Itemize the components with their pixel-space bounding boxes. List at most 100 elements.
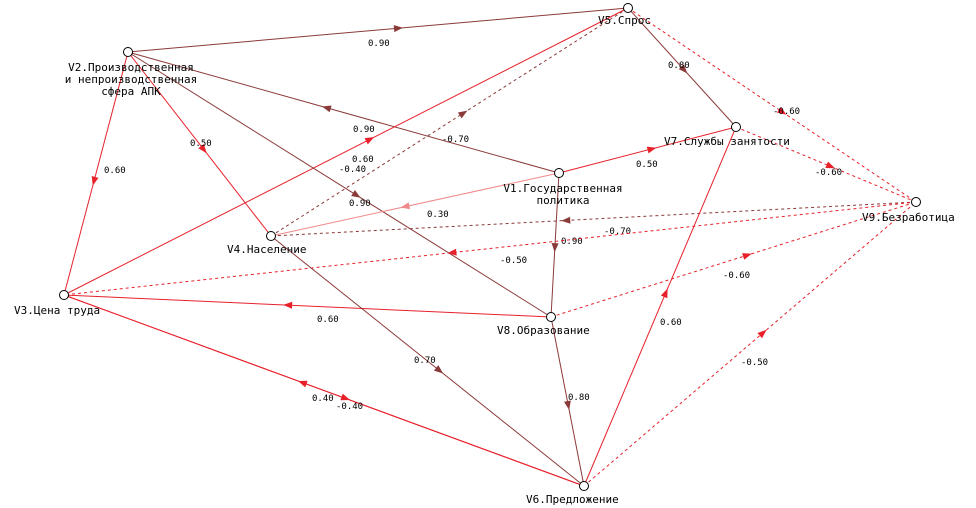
node-circle-icon[interactable] xyxy=(554,168,564,178)
node-label: V4.Население xyxy=(227,243,306,256)
edge-weight-label: -0.70 xyxy=(442,135,469,145)
edge-line xyxy=(127,51,272,237)
node-label-line: V7.Службы занятости xyxy=(664,135,790,148)
node-circle-icon[interactable] xyxy=(731,122,741,132)
node-label-line: политика xyxy=(537,194,590,207)
node-label-line: V9.Безработица xyxy=(862,211,955,224)
arrow-head-icon xyxy=(447,248,457,256)
arrow-head-icon xyxy=(198,143,207,154)
edge-v3-v5: 0.60 xyxy=(63,7,629,296)
edge-weight-label: 0.90 xyxy=(353,125,375,135)
edge-line xyxy=(63,294,552,318)
edge-weight-label: 0.80 xyxy=(568,393,590,403)
arrow-head-icon xyxy=(393,25,403,33)
arrow-head-icon xyxy=(678,64,688,74)
node-label: V6.Предложение xyxy=(526,493,619,506)
edge-v8-v9: -0.60 xyxy=(550,201,917,318)
edge-weight-label: 0.80 xyxy=(668,61,690,71)
edge-v2-v5: 0.90 xyxy=(127,7,629,53)
node-circle-icon[interactable] xyxy=(123,47,133,57)
edge-weight-label: -0.70 xyxy=(604,227,631,237)
arrow-head-icon xyxy=(340,393,350,401)
arrow-head-icon xyxy=(561,216,571,224)
node-label-line: V3.Цена труда xyxy=(14,304,100,317)
edge-weight-label: 0.30 xyxy=(427,210,449,220)
edge-v1-v2: 0.90 xyxy=(127,51,560,174)
arrow-head-icon xyxy=(776,106,787,115)
edge-v4-v6: 0.70 xyxy=(270,235,585,487)
edge-v2-v8: 0.90 xyxy=(127,51,552,318)
edge-v5-v9: -0.60 xyxy=(627,7,917,203)
arrow-head-icon xyxy=(660,288,668,299)
arrow-head-icon xyxy=(91,176,99,186)
edge-v1-v4: 0.30 xyxy=(270,172,560,237)
edge-weight-label: 0.60 xyxy=(660,318,682,328)
node-circle-icon[interactable] xyxy=(579,481,589,491)
edge-weight-label: 0.70 xyxy=(414,356,436,366)
arrow-head-icon xyxy=(400,202,411,210)
edge-line xyxy=(270,235,585,487)
edge-v6-v3: -0.40 xyxy=(63,294,585,487)
edge-v2-v3: 0.60 xyxy=(63,51,129,296)
node-label-line: V4.Население xyxy=(227,243,306,256)
node-circle-icon[interactable] xyxy=(266,231,276,241)
arrow-head-icon xyxy=(646,146,657,154)
edge-line xyxy=(270,7,629,237)
edge-line xyxy=(127,51,552,318)
node-v3[interactable]: V3.Цена труда xyxy=(14,290,100,318)
edge-line xyxy=(735,126,917,203)
edge-line xyxy=(558,126,737,174)
edge-line xyxy=(63,51,129,296)
edge-v4-v5: -0.70 xyxy=(270,7,629,237)
edge-weight-label: -0.50 xyxy=(741,358,768,368)
edge-weight-label: -0.50 xyxy=(500,256,527,266)
edge-weight-label: 0.60 xyxy=(104,166,126,176)
node-v9[interactable]: V9.Безработица xyxy=(862,197,955,225)
node-label: V9.Безработица xyxy=(862,211,955,224)
edge-weight-label: 0.90 xyxy=(368,39,390,49)
node-v7[interactable]: V7.Службы занятости xyxy=(664,122,790,149)
node-v4[interactable]: V4.Население xyxy=(227,231,306,257)
edge-weight-label: -0.60 xyxy=(773,107,800,117)
edge-v1-v8: 0.90 xyxy=(550,172,583,318)
arrow-head-icon xyxy=(351,190,361,198)
node-label: V8.Образование xyxy=(497,324,590,337)
edge-v1-v7: 0.50 xyxy=(558,126,737,174)
arrow-head-icon xyxy=(298,380,308,388)
edge-weight-label: 0.50 xyxy=(636,160,658,170)
node-circle-icon[interactable] xyxy=(59,290,69,300)
node-v8[interactable]: V8.Образование xyxy=(497,312,590,338)
edge-line xyxy=(63,294,585,487)
edge-line xyxy=(127,51,560,174)
edge-v8-v3: 0.60 xyxy=(63,294,552,325)
edge-weight-label: -0.40 xyxy=(339,165,366,175)
edge-line xyxy=(627,7,917,203)
edge-line xyxy=(63,7,629,296)
arrow-head-icon xyxy=(742,253,752,260)
node-circle-icon[interactable] xyxy=(911,197,921,207)
node-label-line: сфера АПК xyxy=(101,85,161,98)
node-v5[interactable]: V5.Спрос xyxy=(598,3,651,28)
edge-v6-v9: -0.50 xyxy=(583,201,917,487)
node-v6[interactable]: V6.Предложение xyxy=(526,481,619,507)
node-label: V5.Спрос xyxy=(598,14,651,27)
node-label: V3.Цена труда xyxy=(14,304,100,317)
node-circle-icon[interactable] xyxy=(546,312,556,322)
edge-v5-v7: 0.80 xyxy=(627,7,737,128)
node-label-line: V5.Спрос xyxy=(598,14,651,27)
edge-line xyxy=(583,201,917,487)
edge-weight-label: 0.90 xyxy=(561,237,583,247)
edge-v6-v7: 0.60 xyxy=(583,126,737,487)
node-label: V7.Службы занятости xyxy=(664,135,790,148)
node-circle-icon[interactable] xyxy=(623,3,633,13)
arrow-head-icon xyxy=(283,301,293,309)
node-label-line: V6.Предложение xyxy=(526,493,619,506)
